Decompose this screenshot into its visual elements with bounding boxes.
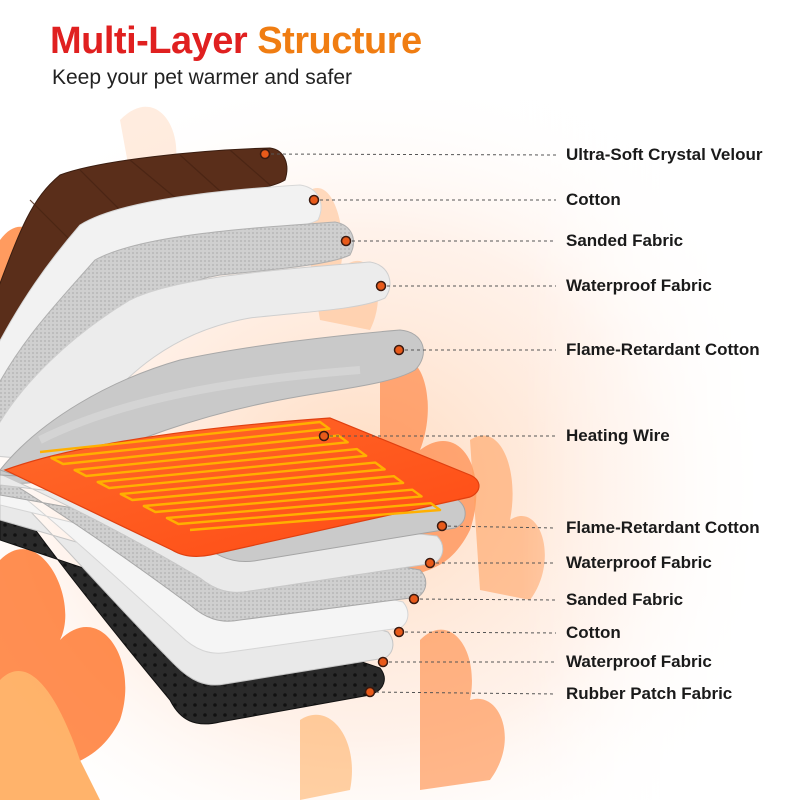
layer-label-cotton-bottom: Cotton	[566, 623, 621, 642]
leader-line	[369, 691, 557, 695]
marker-dot	[308, 194, 320, 206]
title-part-2: Structure	[257, 20, 422, 62]
title-part-1: Multi-Layer	[50, 20, 248, 62]
layer-label-sanded-top: Sanded Fabric	[566, 231, 684, 250]
layer-label-waterproof-bottom-2: Waterproof Fabric	[566, 652, 712, 671]
marker-dot	[408, 593, 420, 605]
leader-line	[441, 525, 557, 529]
heating-pad	[3, 417, 480, 557]
page-subtitle: Keep your pet warmer and safer	[52, 66, 352, 89]
marker-dot	[424, 557, 436, 569]
marker-dot	[377, 656, 389, 668]
layer-label-flame-top: Flame-Retardant Cotton	[566, 340, 760, 359]
page-title: Multi-Layer Structure	[50, 20, 422, 63]
layer-label-sanded-bottom: Sanded Fabric	[566, 590, 684, 609]
layer-label-heating-wire: Heating Wire	[566, 426, 670, 445]
marker-dot	[375, 280, 387, 292]
layer-label-rubber: Rubber Patch Fabric	[566, 684, 733, 703]
layer-label-velour: Ultra-Soft Crystal Velour	[566, 145, 763, 164]
leader-line	[398, 631, 557, 634]
leader-line	[264, 153, 557, 156]
layer-label-cotton-top: Cotton	[566, 190, 621, 209]
marker-dot	[393, 626, 405, 638]
layer-label-flame-bottom: Flame-Retardant Cotton	[566, 518, 760, 537]
leader-lines	[259, 148, 557, 698]
marker-dot	[259, 148, 271, 160]
marker-dot	[364, 686, 376, 698]
marker-dot	[318, 430, 330, 442]
heating-wire	[39, 420, 442, 532]
marker-dot	[393, 344, 405, 356]
marker-dot	[436, 520, 448, 532]
marker-dot	[340, 235, 352, 247]
layer-label-waterproof-bottom-1: Waterproof Fabric	[566, 553, 712, 572]
layer-label-waterproof-top: Waterproof Fabric	[566, 276, 712, 295]
